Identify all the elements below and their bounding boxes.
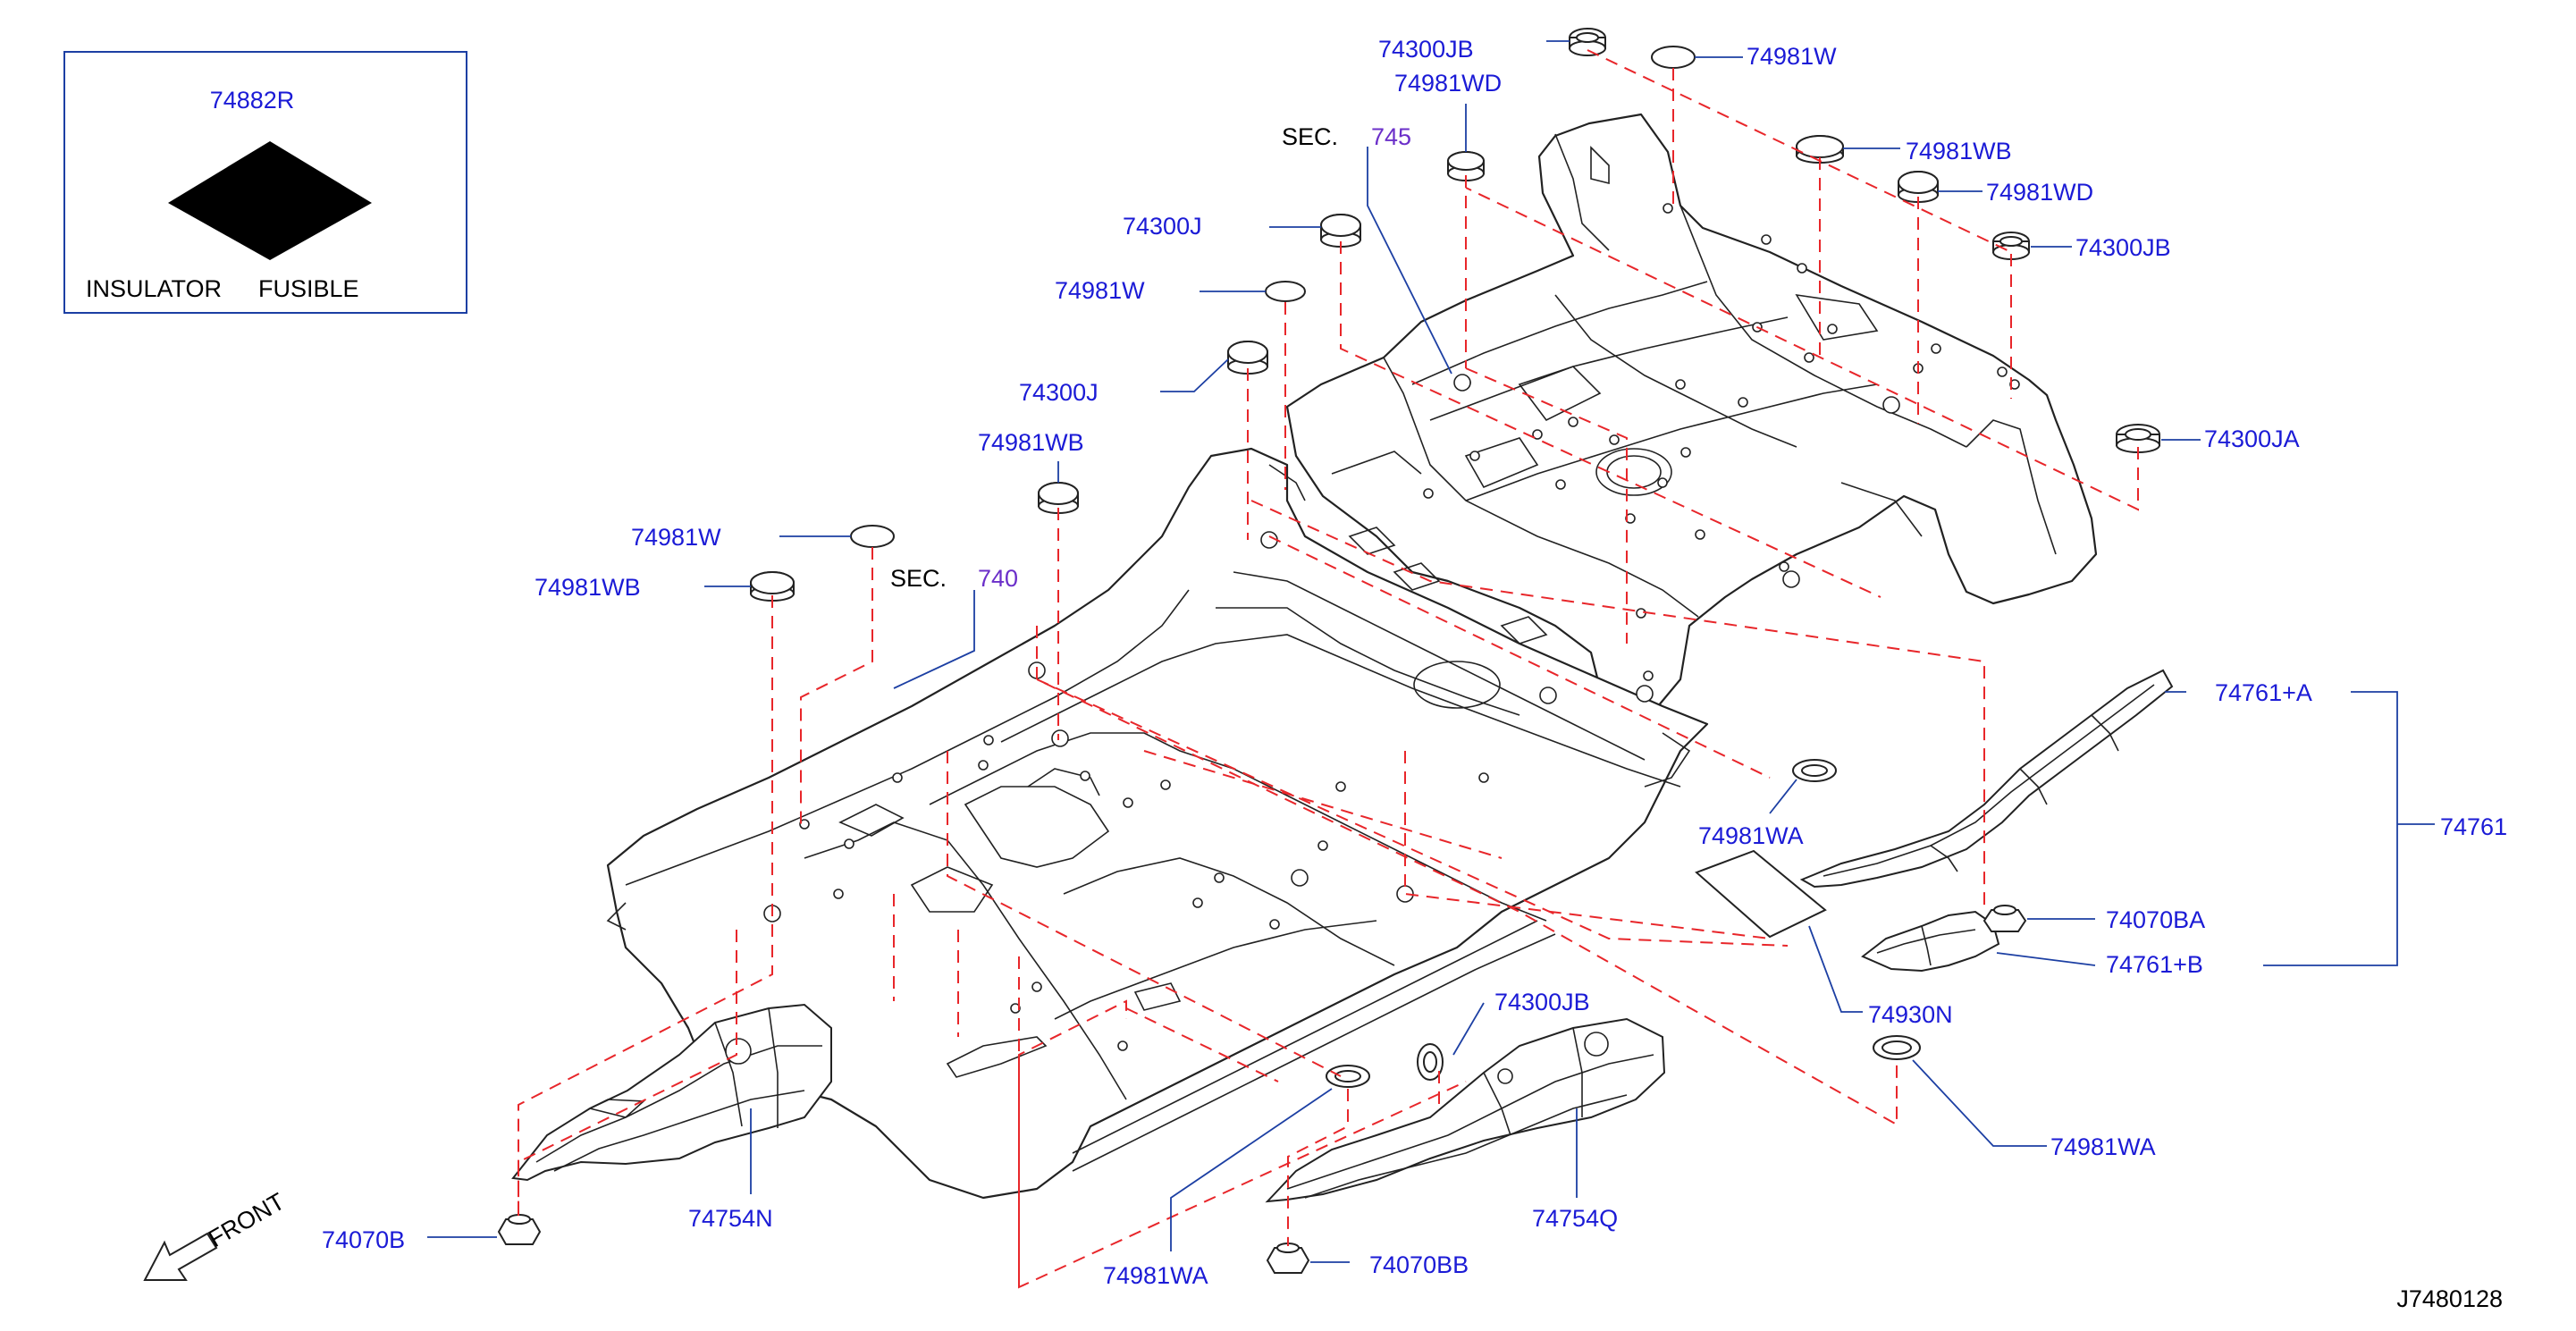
label-74981wb-mid: 74981WB xyxy=(978,429,1084,456)
label-74981w-mid: 74981W xyxy=(1055,277,1145,304)
label-74300jb-right: 74300JB xyxy=(2075,234,2171,261)
insulator-74754q xyxy=(1265,1017,1666,1203)
leader-lines xyxy=(427,40,2435,1263)
insulator-fusible-symbol xyxy=(168,141,372,260)
label-74300jb-lower: 74300JB xyxy=(1494,989,1590,1015)
label-74981wa-lower: 74981WA xyxy=(1103,1262,1208,1289)
insulator-74754n xyxy=(511,1003,832,1182)
label-74300ja: 74300JA xyxy=(2204,425,2300,452)
part-labels: 74300JB 74981W 74981WD 74981WB 74981WD 7… xyxy=(322,36,2507,1289)
section-refs: SEC. 745 SEC. 740 xyxy=(890,123,1411,592)
label-74070b: 74070B xyxy=(322,1226,405,1253)
label-74981wd-top: 74981WD xyxy=(1394,70,1502,97)
label-74930n: 74930N xyxy=(1868,1001,1953,1028)
legend-caption-word2: FUSIBLE xyxy=(258,275,359,302)
label-74981w-left: 74981W xyxy=(631,524,721,551)
label-74300jb-top: 74300JB xyxy=(1378,36,1474,63)
legend-caption-word1: INSULATOR xyxy=(86,275,222,302)
label-74300j-upper: 74300J xyxy=(1123,213,1202,240)
assembly-lines xyxy=(518,49,2139,1289)
label-74070ba: 74070BA xyxy=(2106,906,2205,933)
label-74300j-lower: 74300J xyxy=(1019,379,1099,406)
label-74070bb: 74070BB xyxy=(1369,1251,1469,1278)
label-74754q: 74754Q xyxy=(1532,1205,1618,1232)
legend-part-number: 74882R xyxy=(210,87,295,114)
sec-number-front: 740 xyxy=(978,565,1018,592)
label-74761-b: 74761+B xyxy=(2106,951,2203,978)
label-74981w-top: 74981W xyxy=(1747,43,1837,70)
rear-floor-panel xyxy=(1285,113,2098,717)
sec-prefix-front: SEC. xyxy=(890,565,947,592)
label-74761-a: 74761+A xyxy=(2215,679,2312,706)
label-74761: 74761 xyxy=(2440,813,2507,840)
label-74981wd-right: 74981WD xyxy=(1986,179,2093,206)
label-74981wb-top-right: 74981WB xyxy=(1906,138,2012,164)
label-74981wb-left: 74981WB xyxy=(535,574,641,601)
insulator-74761-a xyxy=(1799,669,2174,889)
diagram-id: J7480128 xyxy=(2396,1285,2503,1312)
label-74981wa-lower-right: 74981WA xyxy=(2050,1133,2156,1160)
front-arrow-icon xyxy=(143,1232,218,1281)
front-direction-indicator: FRONT xyxy=(143,1188,290,1281)
sec-prefix-rear: SEC. xyxy=(1282,123,1338,150)
insulator-74761-b xyxy=(1861,910,2000,973)
sec-number-rear: 745 xyxy=(1371,123,1411,150)
label-74981wa-right-mid: 74981WA xyxy=(1698,822,1804,849)
legend-box: 74882R INSULATOR FUSIBLE xyxy=(63,51,467,314)
label-74754n: 74754N xyxy=(688,1205,773,1232)
pad-74930n xyxy=(1695,849,1827,939)
front-arrow-text: FRONT xyxy=(204,1188,290,1252)
grommets xyxy=(497,28,2160,1274)
